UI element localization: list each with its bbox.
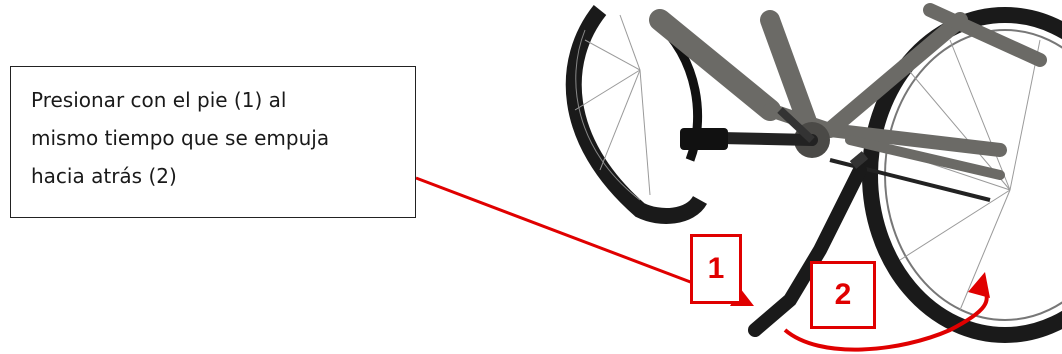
bike-frame [660,10,1040,175]
callout-line-2: mismo tiempo que se empuja [31,119,395,157]
step-2-marker: 2 [810,261,876,329]
callout-line-3: hacia atrás (2) [31,157,395,195]
step-1-marker: 1 [690,234,742,304]
callout-line-1: Presionar con el pie (1) al [31,81,395,119]
instruction-callout: Presionar con el pie (1) al mismo tiempo… [10,66,416,218]
